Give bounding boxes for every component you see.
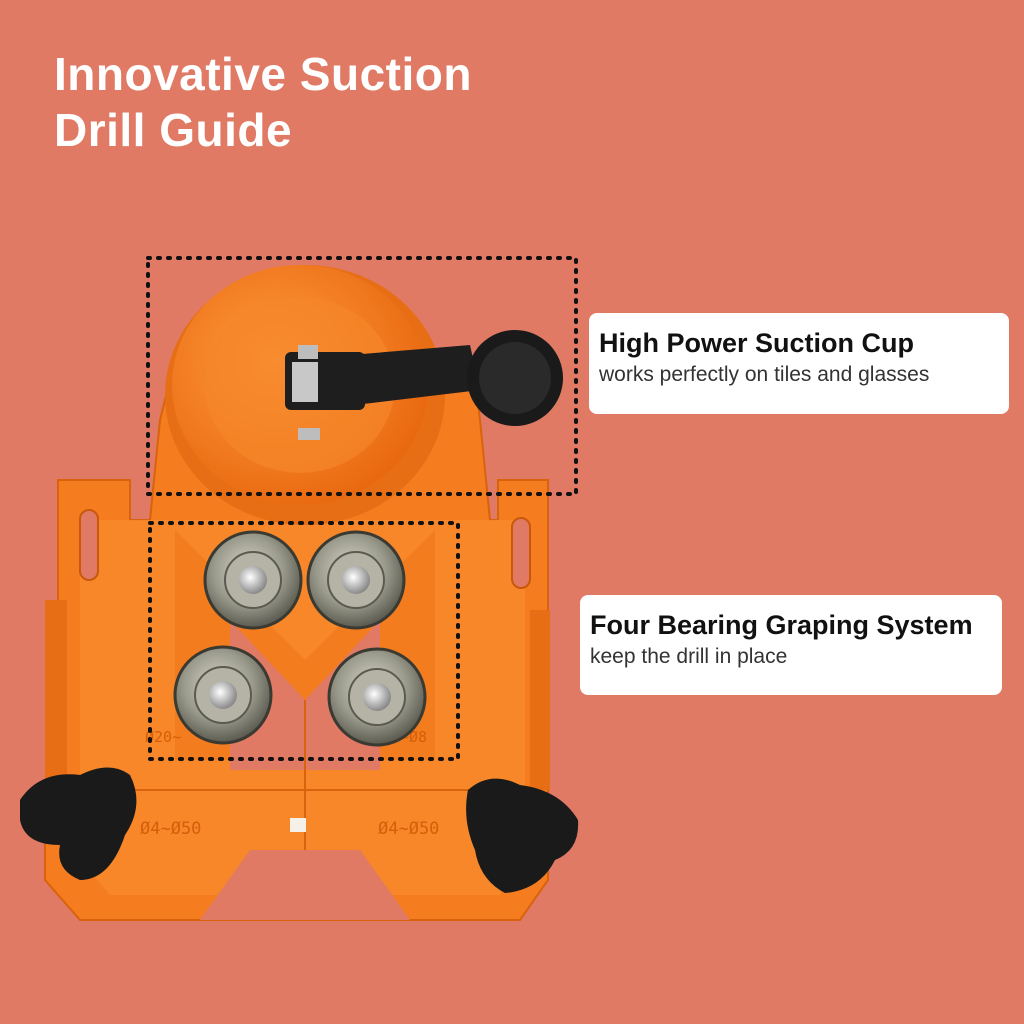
callout-suction-title: High Power Suction Cup [599, 328, 914, 358]
knob-right [466, 778, 579, 893]
suction-lever [285, 330, 563, 440]
callout-bearing-title: Four Bearing Graping System [590, 610, 973, 640]
bearing-top-left [203, 530, 303, 630]
headline: Innovative Suction Drill Guide [54, 46, 472, 158]
callout-suction-cup: High Power Suction Cup works perfectly o… [589, 313, 1009, 414]
bearing-top-right [306, 530, 406, 630]
bearing-bottom-right [327, 647, 427, 747]
bearing-highlight-box [148, 521, 460, 761]
scale-right: Ø4~Ø50 [378, 819, 439, 839]
callout-bearing-system: Four Bearing Graping System keep the dri… [580, 595, 1002, 695]
callout-suction-subtitle: works perfectly on tiles and glasses [599, 363, 930, 386]
bearing-bottom-left [173, 645, 273, 745]
headline-line-1: Innovative Suction [54, 48, 472, 100]
bearing-label-left: Ø20~ [145, 728, 181, 746]
headline-line-2: Drill Guide [54, 104, 293, 156]
scale-left: Ø4~Ø50 [140, 819, 201, 839]
suction-highlight-box [146, 256, 578, 496]
knob-left [20, 767, 137, 880]
callout-bearing-subtitle: keep the drill in place [590, 645, 788, 668]
